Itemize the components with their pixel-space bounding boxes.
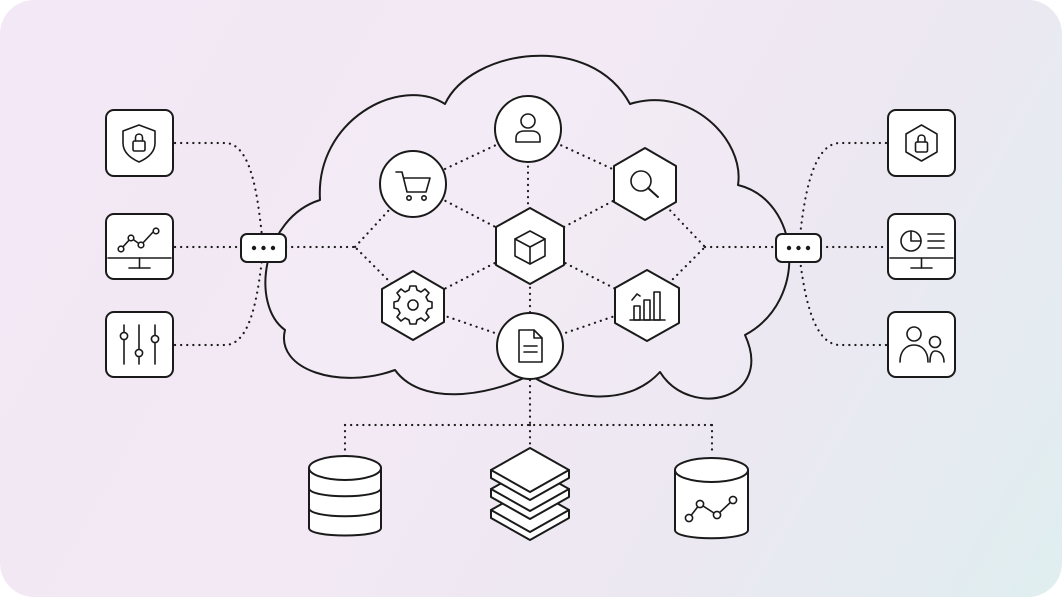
sliders-node	[105, 311, 174, 378]
user-node	[494, 95, 562, 163]
search-node	[613, 147, 677, 221]
layer-stack-icon	[490, 447, 570, 541]
monitor-pie-chart-icon	[889, 230, 954, 269]
database-chart-node	[674, 457, 749, 540]
right-hub	[775, 233, 822, 263]
cube-node	[495, 207, 565, 285]
settings-node	[381, 270, 445, 341]
bar-chart-node	[614, 269, 680, 342]
lock-hexagon-icon	[905, 124, 938, 162]
users-node	[887, 311, 956, 378]
user-icon	[515, 113, 541, 143]
sliders-icon	[119, 324, 160, 365]
database-chart-icon	[674, 457, 749, 540]
bottom-connections	[343, 378, 714, 457]
database-icon	[308, 455, 382, 537]
lock-hexagon-node	[887, 109, 956, 177]
shopping-cart-icon	[395, 171, 431, 202]
settings-icon	[393, 285, 433, 325]
left-hub	[240, 233, 287, 263]
shield-lock-node	[105, 109, 174, 177]
cube-icon	[514, 230, 546, 265]
document-node	[496, 312, 564, 380]
users-icon	[899, 326, 945, 363]
monitor-pie-chart-node	[887, 213, 956, 280]
layer-stack-node	[490, 447, 570, 541]
document-icon	[518, 329, 543, 363]
shopping-cart-node	[379, 150, 447, 218]
database-node	[308, 455, 382, 537]
left-connections	[173, 141, 357, 347]
search-icon	[630, 170, 659, 198]
monitor-line-chart-icon	[107, 227, 172, 269]
monitor-line-chart-node	[105, 213, 174, 280]
right-connections	[703, 141, 888, 347]
bar-chart-icon	[629, 291, 666, 321]
shield-lock-icon	[122, 124, 156, 163]
